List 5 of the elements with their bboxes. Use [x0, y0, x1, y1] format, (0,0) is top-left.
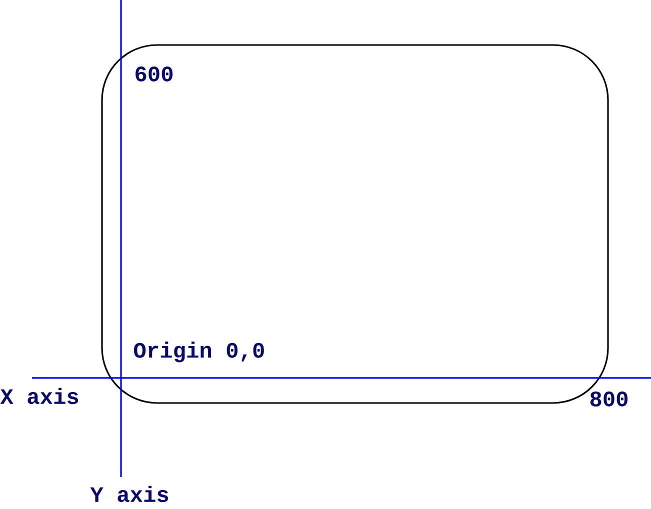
axis-label: Origin 0,0 — [134, 342, 264, 362]
axis-label: 600 — [136, 66, 173, 82]
axis-label: Y axis — [90, 486, 168, 502]
axis-label: 800 — [590, 392, 628, 406]
axis-label: X axis — [0, 388, 78, 404]
